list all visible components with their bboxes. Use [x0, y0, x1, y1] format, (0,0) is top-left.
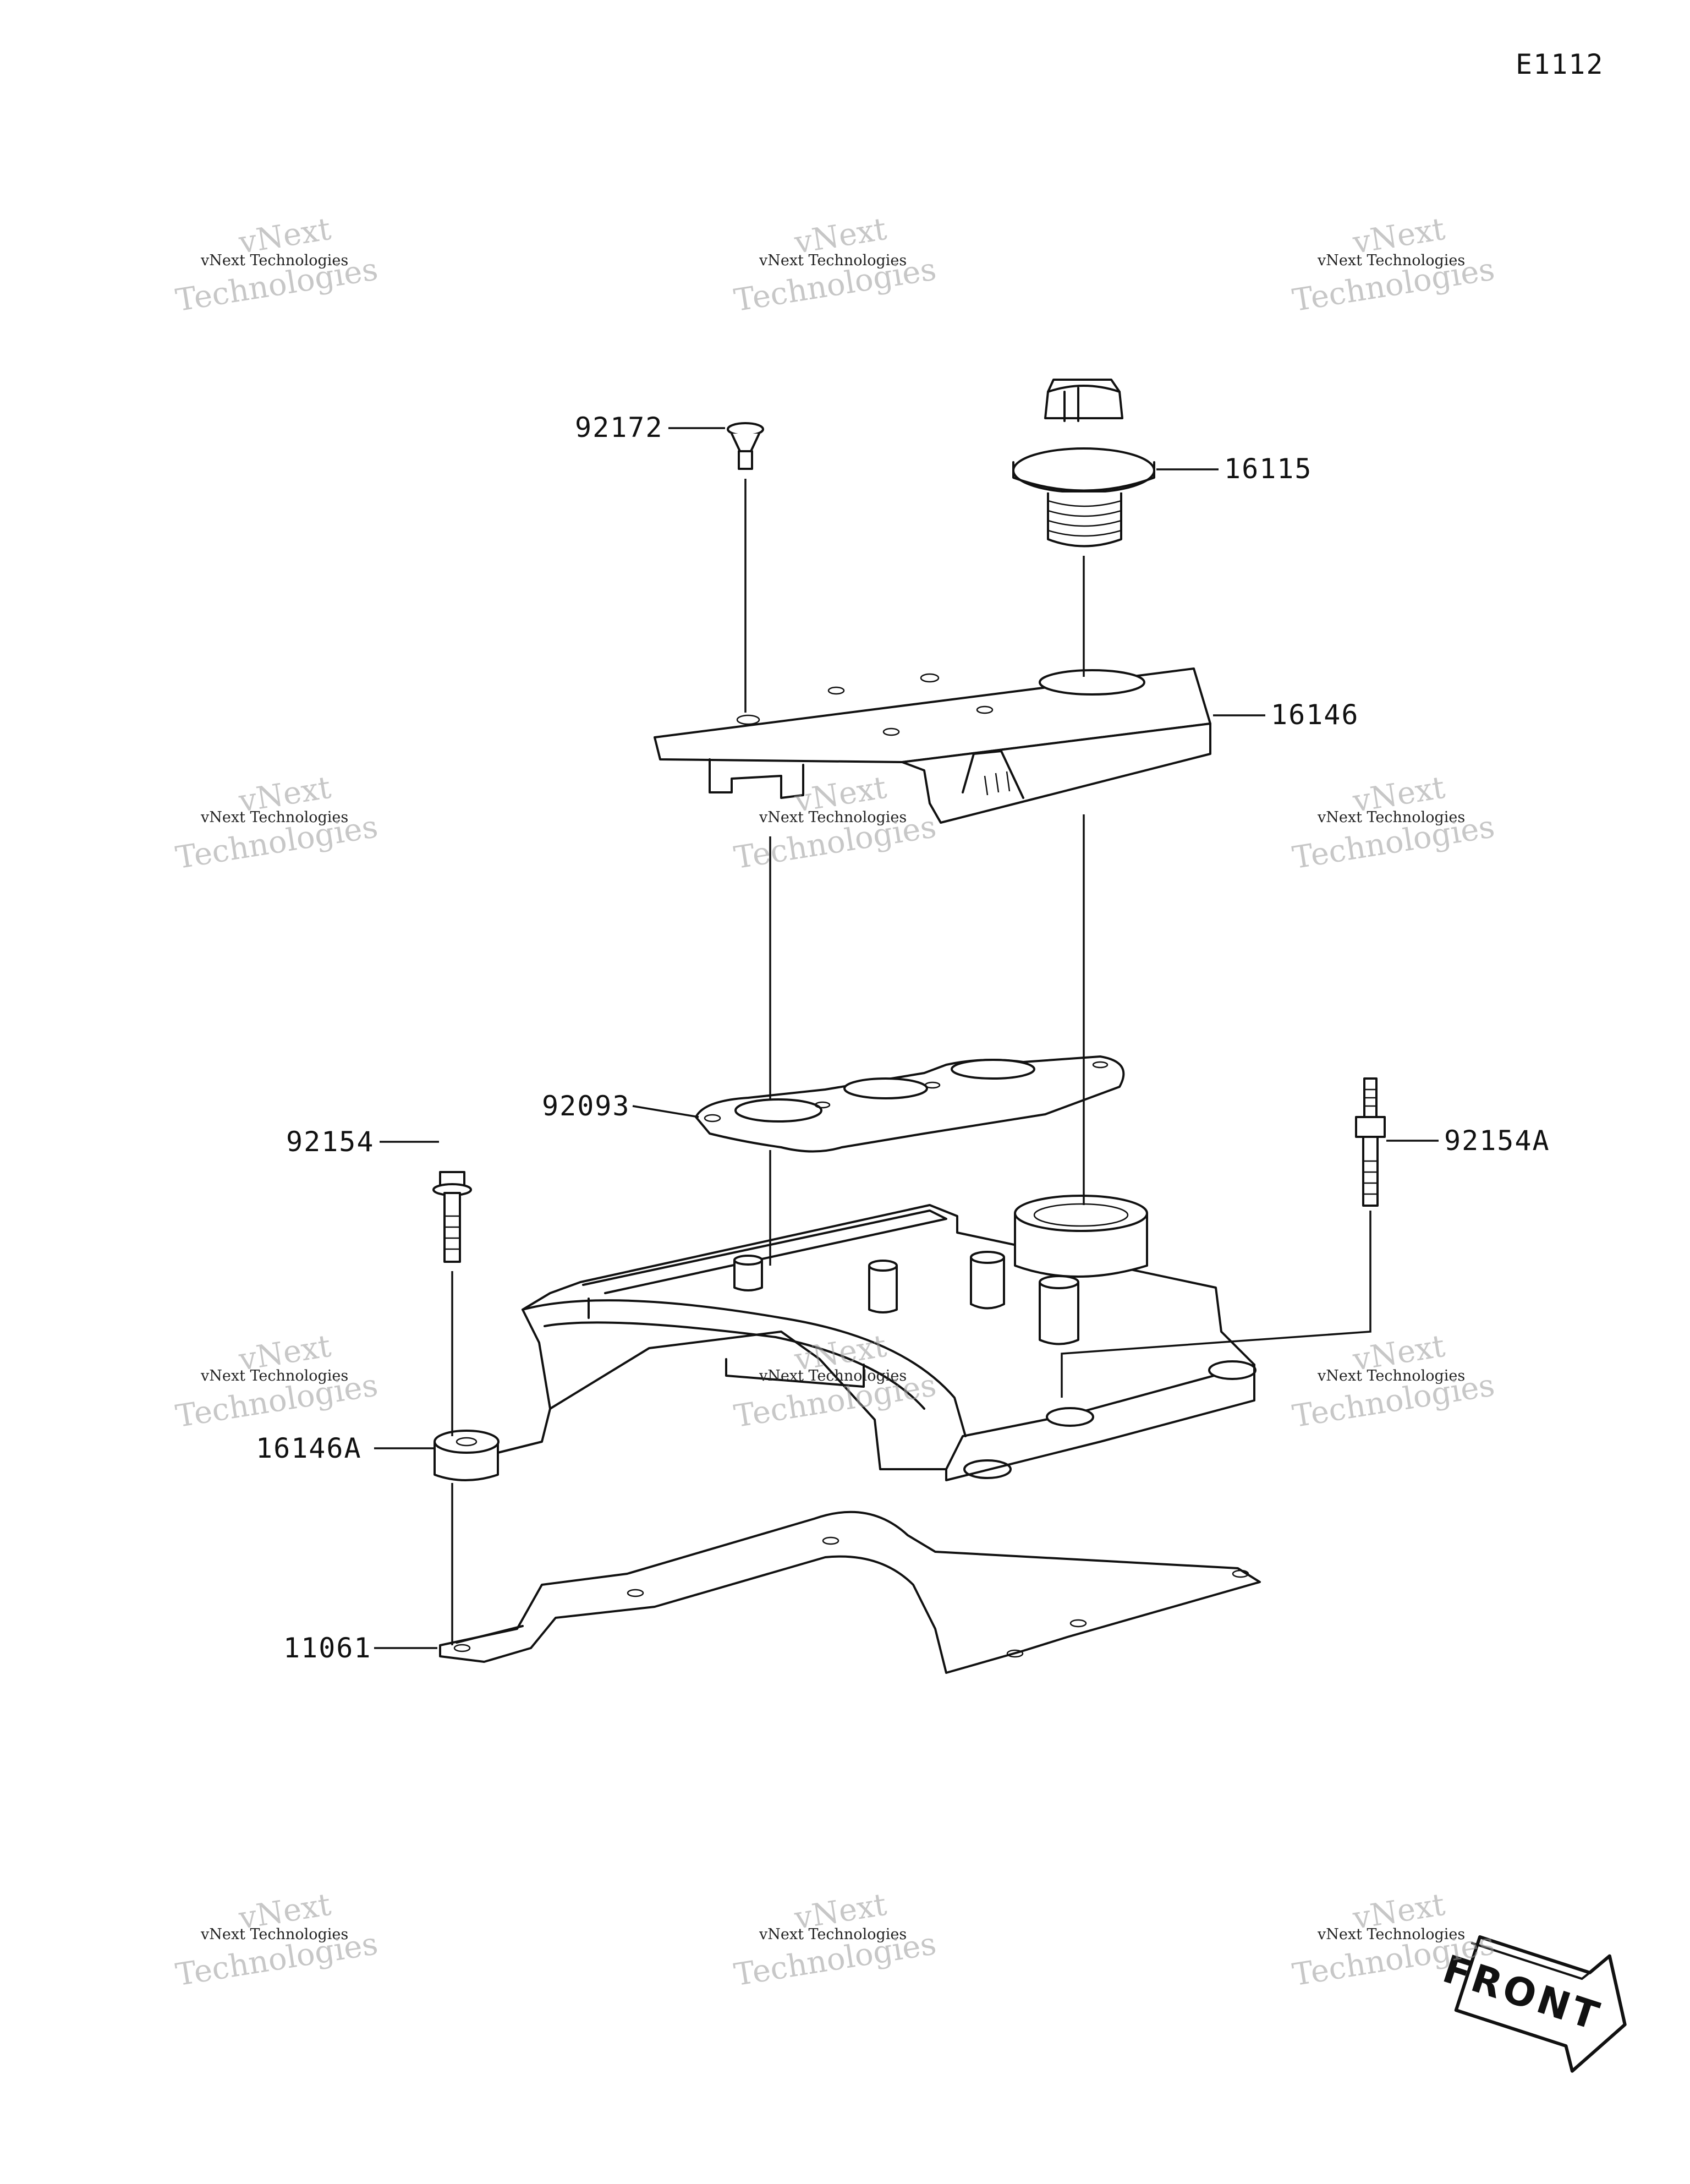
gasket-11061-drawing — [439, 1510, 1261, 1674]
label-leader-lines — [374, 427, 1439, 1649]
watermark-caption: vNext Technologies — [1318, 1926, 1466, 1943]
watermark-caption: vNext Technologies — [201, 809, 349, 826]
label-92093: 92093 — [542, 1090, 630, 1122]
label-16146a: 16146A — [256, 1432, 362, 1464]
stud-92154a-drawing — [1355, 1077, 1386, 1207]
watermark-caption: vNext Technologies — [1318, 809, 1466, 826]
bolt-92172-drawing — [727, 422, 764, 470]
watermark-caption: vNext Technologies — [1318, 1367, 1466, 1384]
label-92154: 92154 — [286, 1126, 375, 1158]
label-16115: 16115 — [1224, 453, 1313, 485]
watermark-caption: vNext Technologies — [1318, 252, 1466, 269]
watermark-caption: vNext Technologies — [759, 1367, 907, 1384]
watermark-caption: vNext Technologies — [759, 809, 907, 826]
watermark-caption: vNext Technologies — [201, 252, 349, 269]
oil-cap-16115-drawing — [1012, 379, 1155, 548]
label-92172: 92172 — [575, 412, 663, 444]
watermark-caption: vNext Technologies — [759, 252, 907, 269]
head-cover-16146a-drawing — [434, 1195, 1256, 1481]
assembly-guide-lines — [451, 479, 1371, 1645]
diagram-code: E1112 — [1516, 48, 1604, 80]
watermark-caption: vNext Technologies — [201, 1926, 349, 1943]
watermark-caption: vNext Technologies — [201, 1367, 349, 1384]
watermark-caption: vNext Technologies — [759, 1926, 907, 1943]
label-11061: 11061 — [283, 1632, 372, 1664]
cover-plate-16146-drawing — [654, 667, 1211, 824]
label-92154a: 92154A — [1444, 1125, 1550, 1157]
plug-seal-92093-drawing — [695, 1055, 1125, 1153]
bolt-92154-drawing — [432, 1171, 472, 1263]
label-16146: 16146 — [1271, 699, 1359, 731]
